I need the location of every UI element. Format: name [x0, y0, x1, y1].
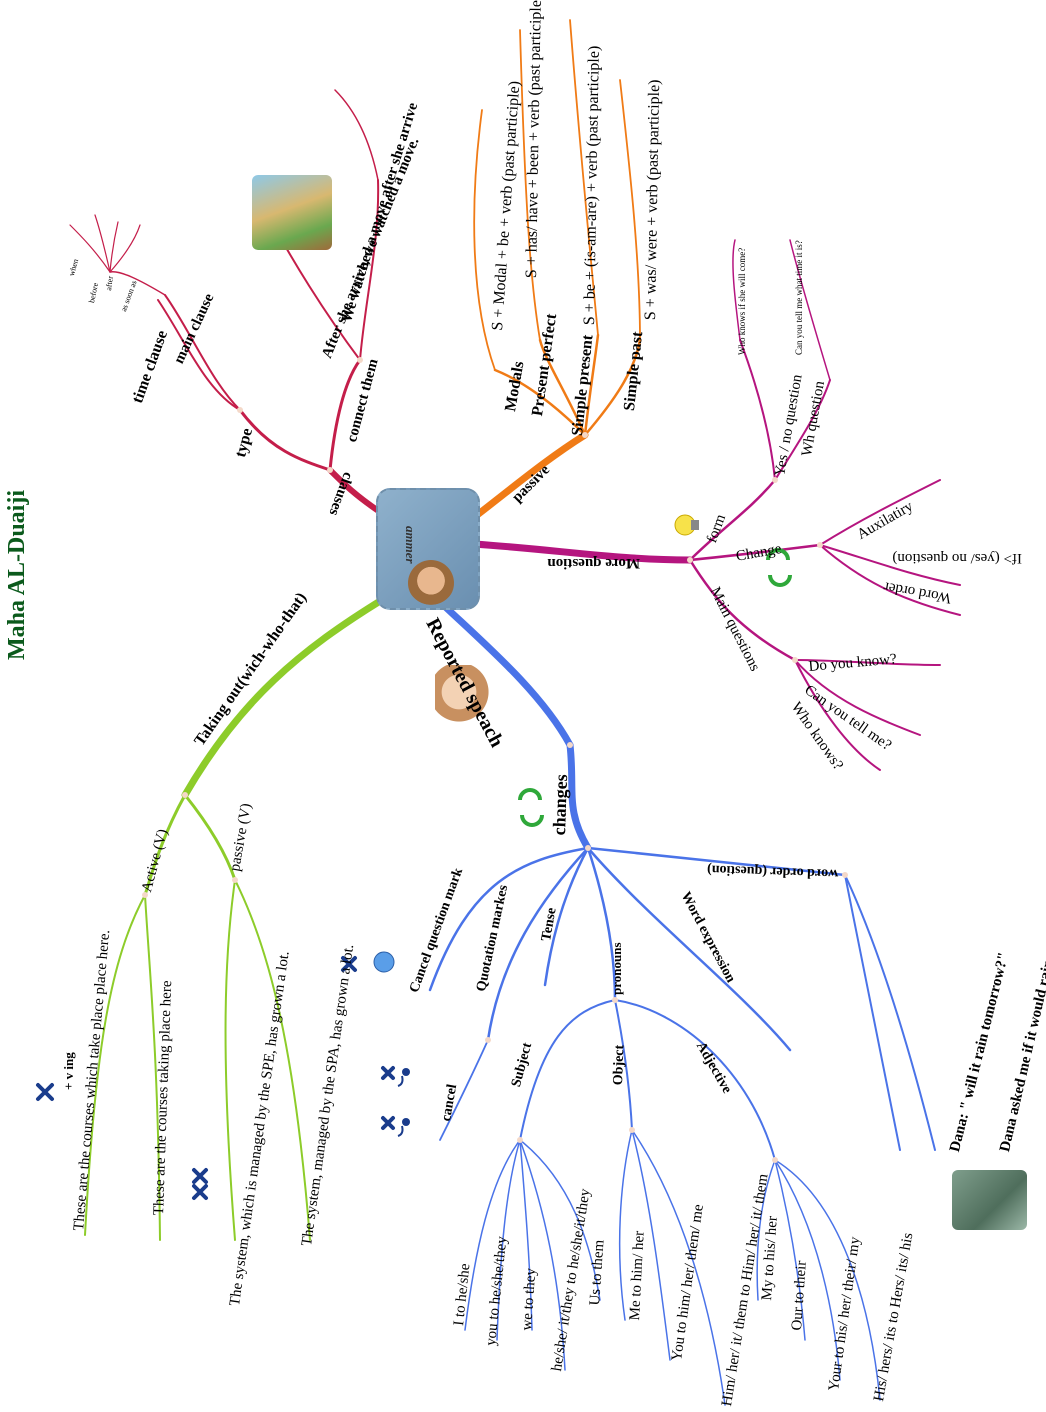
branch-clauses: [327, 467, 383, 515]
center-node: ammer: [376, 488, 480, 610]
teacher-portrait: [408, 560, 454, 606]
label-changes: changes: [549, 773, 572, 836]
example-yes-no: Who knows if she will come?: [737, 247, 747, 355]
rain-picture: [952, 1170, 1027, 1230]
label-object: Object: [611, 1044, 628, 1086]
cross-marks: [36, 956, 395, 1200]
example-wh: Can you tell me what time it is?: [794, 240, 804, 355]
cycle-arrows-icon: [518, 548, 792, 827]
quote-marks: [397, 1068, 410, 1137]
label-if: If> (yes/ no question): [892, 550, 1022, 566]
author-name: Maha AL-Duaiji: [4, 489, 30, 660]
branch-label-more-question: More question: [547, 555, 640, 571]
branch-reported: [434, 596, 592, 852]
branch-more-question: [470, 540, 694, 564]
center-label: ammer: [403, 526, 418, 564]
label-pronouns: pronouns: [609, 942, 624, 995]
branch-taking-out: [181, 594, 389, 799]
couple-picture: [435, 665, 495, 725]
label-ving: + v ing: [61, 1052, 76, 1090]
lightbulb-icon: [674, 514, 699, 536]
branch-passive: [464, 431, 589, 526]
room-picture: [252, 175, 332, 250]
question-ball-icon: [373, 951, 395, 973]
